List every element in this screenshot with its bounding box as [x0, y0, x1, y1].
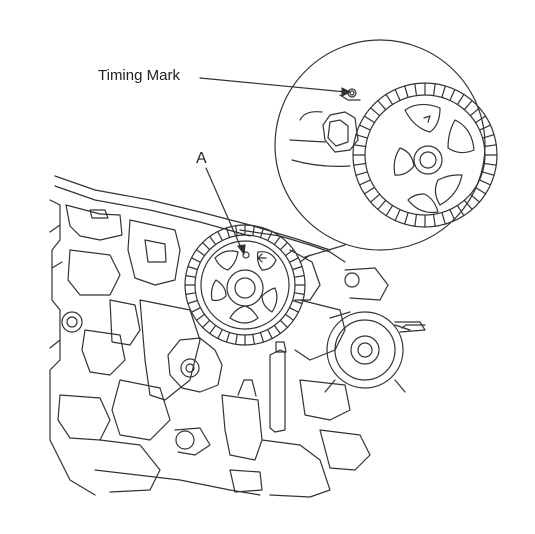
sprocket-tooth	[274, 237, 280, 245]
sprocket-tooth	[395, 210, 400, 221]
sprocket-tooth	[450, 90, 455, 101]
sprocket-tooth	[395, 90, 400, 101]
sprocket-tooth	[386, 206, 393, 216]
sprocket-tooth	[227, 228, 230, 238]
sprocket-tooth	[192, 308, 201, 313]
sprocket-tooth	[268, 232, 273, 241]
sprocket-tooth	[192, 258, 201, 263]
sprocket-tooth	[274, 326, 280, 334]
sprocket-tooth	[203, 320, 210, 327]
sprocket-tooth	[197, 314, 205, 320]
sprocket-tooth	[442, 86, 445, 98]
sprocket-tooth	[450, 210, 455, 221]
sprocket-tooth	[483, 135, 495, 138]
sprocket-tooth	[470, 194, 479, 202]
cylinder-head-bracket	[168, 230, 370, 497]
sprocket-tooth	[386, 94, 393, 104]
sprocket-tooth	[280, 243, 287, 250]
sprocket-tooth	[483, 172, 495, 175]
timing-mark-arrow-icon	[200, 78, 350, 96]
sprocket-tooth	[290, 258, 299, 263]
sprocket-tooth	[405, 86, 408, 98]
camshaft-sprocket	[185, 225, 305, 345]
sprocket-tooth	[364, 116, 374, 123]
sprocket-tooth	[434, 84, 436, 96]
sprocket-tooth	[356, 135, 368, 138]
sprocket-tooth	[293, 301, 303, 304]
sprocket-tooth	[464, 200, 472, 209]
sprocket-tooth	[480, 180, 491, 185]
sprocket-tooth	[364, 187, 374, 194]
sprocket-tooth	[186, 293, 196, 295]
sprocket-tooth	[261, 333, 264, 343]
sprocket-tooth	[236, 226, 238, 236]
marker-a-arrow-icon	[206, 168, 245, 254]
sprocket-tooth	[203, 243, 210, 250]
sprocket-tooth	[476, 116, 486, 123]
sprocket-tooth	[253, 226, 255, 236]
sprocket-tooth	[354, 164, 366, 166]
sprocket-tooth	[286, 314, 294, 320]
sprocket-tooth	[434, 214, 436, 226]
sprocket-tooth	[280, 320, 287, 327]
sprocket-tooth	[360, 180, 371, 185]
sprocket-teeth	[185, 225, 305, 345]
sprocket-tooth	[464, 101, 472, 110]
sprocket-tooth	[378, 200, 386, 209]
sprocket-tooth	[470, 108, 479, 116]
sprocket-tooth	[268, 330, 273, 339]
timing-mark-label: Timing Mark	[98, 67, 180, 84]
sprocket-tooth	[415, 84, 417, 96]
sprocket-tooth	[371, 194, 380, 202]
pump-pulley	[325, 268, 425, 392]
sprocket-tooth	[457, 206, 464, 216]
magnified-detail	[275, 40, 497, 262]
sprocket-tooth	[484, 145, 496, 147]
sprocket-tooth	[480, 125, 491, 130]
sprocket-tooth	[294, 293, 304, 295]
sprocket-tooth	[354, 145, 366, 147]
sprocket-tooth	[405, 213, 408, 225]
sprocket-tooth	[442, 213, 445, 225]
sprocket-tooth	[236, 334, 238, 344]
sprocket-tooth	[415, 214, 417, 226]
sprocket-tooth	[227, 333, 230, 343]
sprocket-tooth	[457, 94, 464, 104]
sprocket-tooth	[218, 232, 223, 241]
sprocket-tooth	[218, 330, 223, 339]
sprocket-tooth	[371, 108, 380, 116]
sprocket-tooth	[197, 250, 205, 256]
sprocket-tooth	[210, 326, 216, 334]
sprocket-tooth	[188, 301, 198, 304]
sprocket-tooth	[360, 125, 371, 130]
sprocket-tooth	[210, 237, 216, 245]
sprocket-tooth	[253, 334, 255, 344]
engine-block	[50, 176, 330, 495]
sprocket-tooth	[484, 164, 496, 166]
sprocket-tooth	[294, 276, 304, 278]
sprocket-tooth	[188, 267, 198, 270]
sprocket-tooth	[378, 101, 386, 110]
sprocket-tooth	[476, 187, 486, 194]
sprocket-tooth	[293, 267, 303, 270]
sprocket-tooth	[186, 276, 196, 278]
zoom-sprocket-teeth	[353, 83, 497, 227]
sprocket-tooth	[261, 228, 264, 238]
sprocket-tooth	[290, 308, 299, 313]
marker-a-label: A	[196, 150, 207, 167]
sprocket-tooth	[286, 250, 294, 256]
sprocket-tooth	[356, 172, 368, 175]
